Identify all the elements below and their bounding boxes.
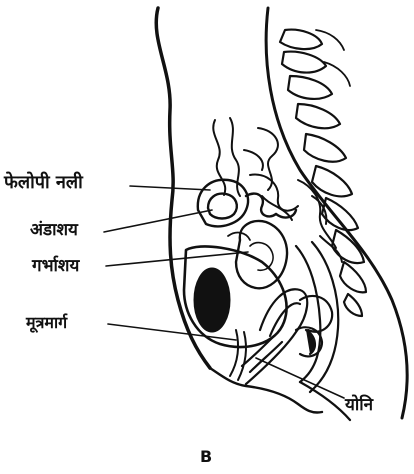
label-urethra: मूत्रमार्ग <box>26 315 67 331</box>
urethra <box>230 330 246 380</box>
label-ovary: अंडाशय <box>30 222 78 239</box>
spine <box>280 30 366 316</box>
label-vagina: योनि <box>345 397 373 414</box>
label-fallopian-tube: फेलोपी नली <box>4 174 83 192</box>
vulva-outline <box>210 368 322 413</box>
rectum <box>296 242 338 392</box>
leader-ovary <box>104 210 212 232</box>
leader-fallopian <box>130 186 210 190</box>
perineum-outline <box>300 382 350 420</box>
figure-caption: B <box>200 449 212 465</box>
leader-uterus <box>106 252 248 266</box>
vaginal-canal <box>242 289 307 384</box>
pubic-bone <box>194 268 230 332</box>
label-uterus: गर्भाशय <box>32 258 79 275</box>
